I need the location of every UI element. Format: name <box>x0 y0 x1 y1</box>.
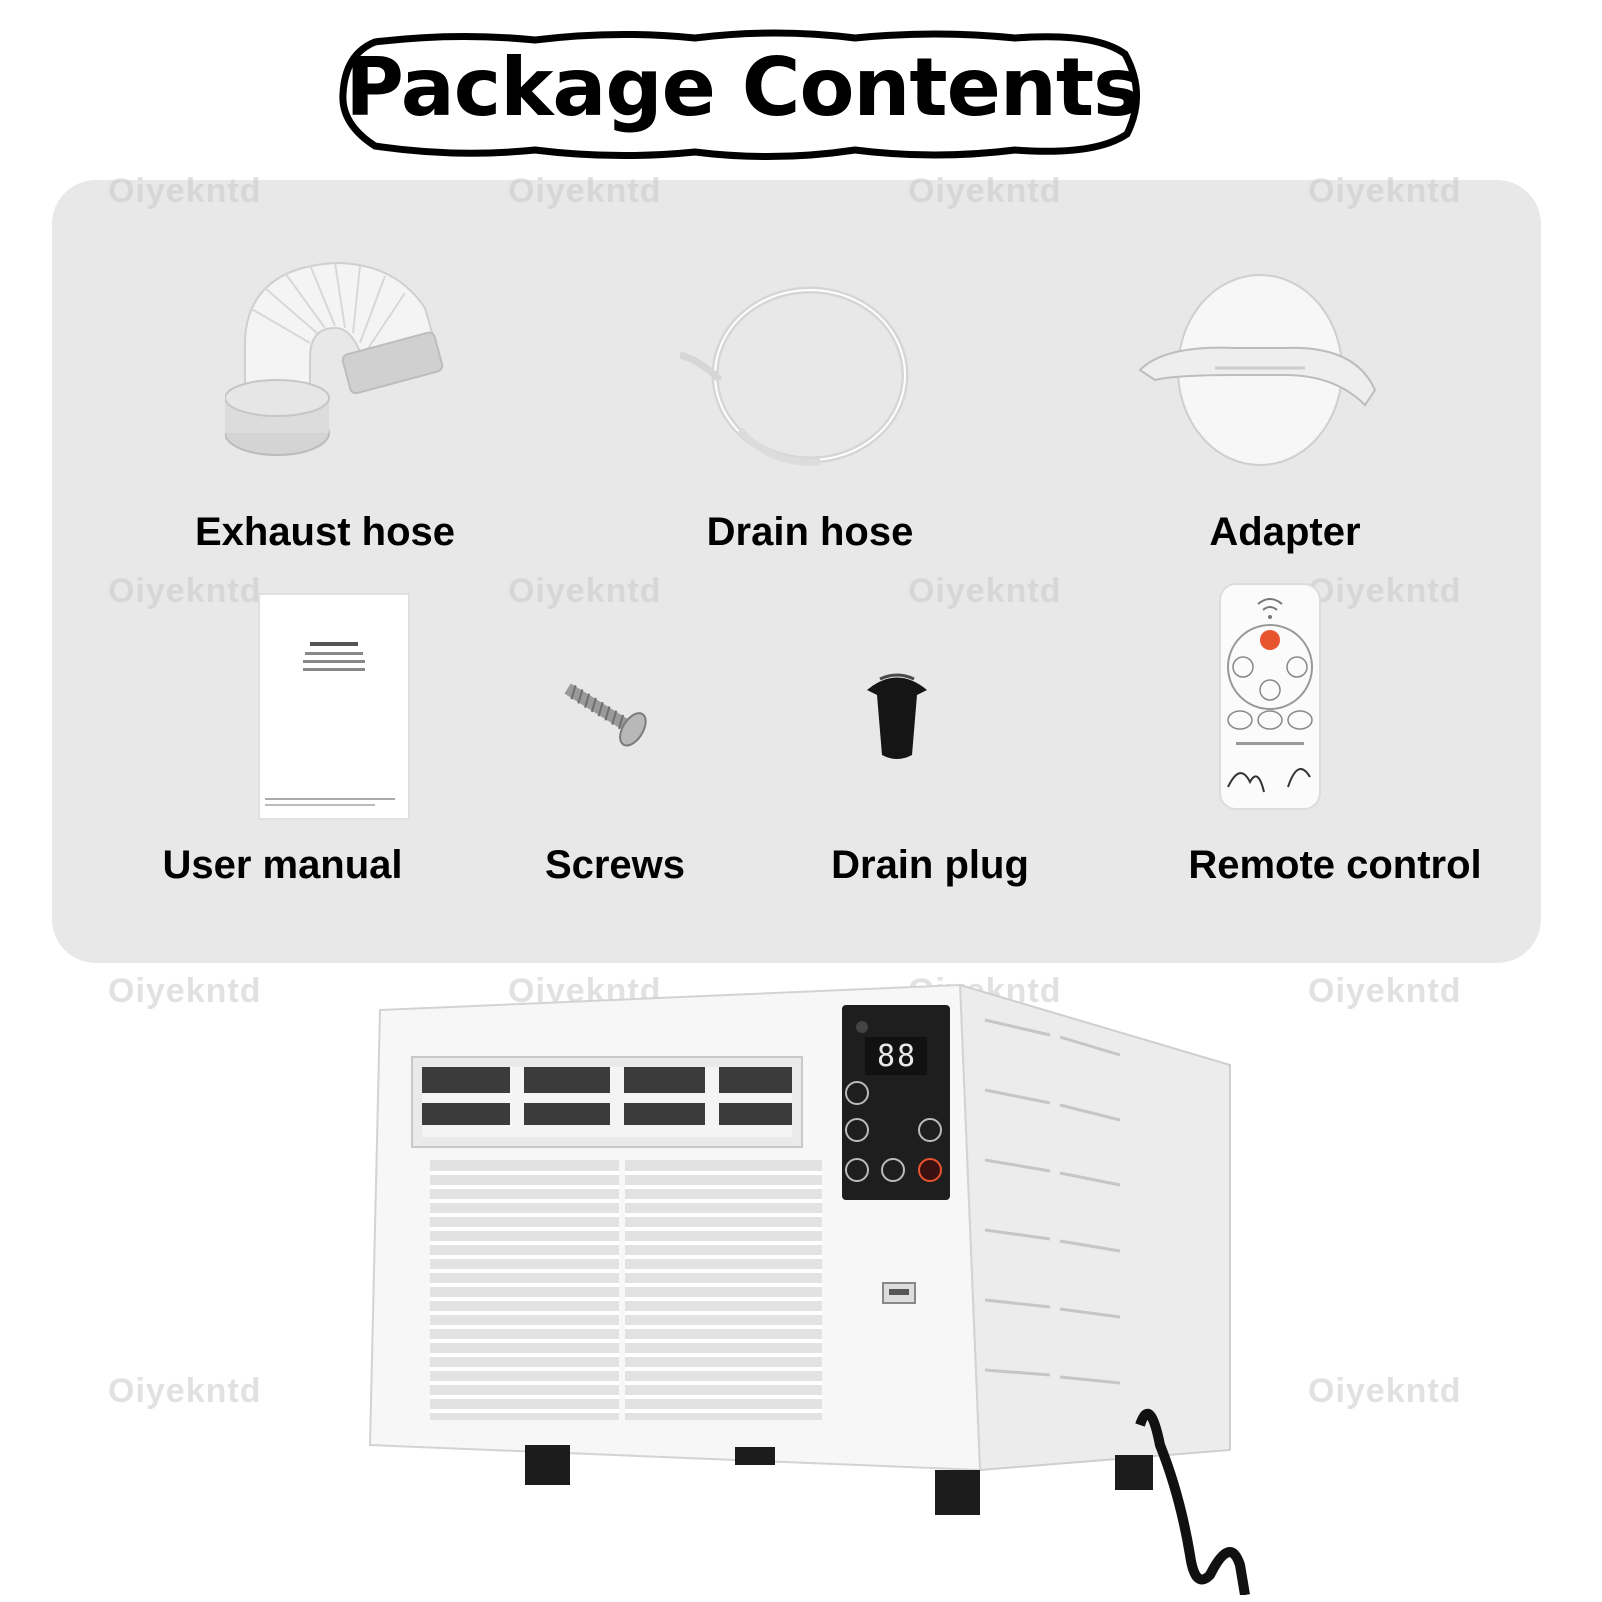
air-conditioner-unit <box>368 983 1250 1595</box>
item-label-adapter: Adapter <box>1209 510 1361 554</box>
drain-hose-icon <box>680 286 909 466</box>
watermark: Oiyekntd <box>1308 172 1462 210</box>
watermark: Oiyekntd <box>108 172 262 210</box>
screw-icon <box>564 683 647 747</box>
watermark: Oiyekntd <box>1308 972 1462 1010</box>
watermark: Oiyekntd <box>108 1372 262 1410</box>
watermark: Oiyekntd <box>508 172 662 210</box>
remote-control-icon <box>1219 583 1321 810</box>
watermark: Oiyekntd <box>1308 1372 1462 1410</box>
title-badge-outline <box>339 29 1140 161</box>
item-label-user-manual: User manual <box>162 843 403 887</box>
drain-plug-icon <box>867 673 927 759</box>
watermark: Oiyekntd <box>908 172 1062 210</box>
page-title: Package Contents <box>345 41 1140 134</box>
ac-display-readout: 88 <box>876 1039 918 1074</box>
item-label-exhaust-hose: Exhaust hose <box>194 510 456 554</box>
watermark: Oiyekntd <box>108 972 262 1010</box>
exhaust-hose-icon <box>225 261 444 456</box>
watermark: Oiyekntd <box>108 572 262 610</box>
user-manual-icon <box>258 593 410 820</box>
item-label-drain-hose: Drain hose <box>706 510 914 554</box>
adapter-icon <box>1138 274 1377 466</box>
item-label-drain-plug: Drain plug <box>831 843 1029 887</box>
item-label-screws: Screws <box>544 843 686 887</box>
watermark: Oiyekntd <box>908 572 1062 610</box>
watermark: Oiyekntd <box>508 572 662 610</box>
title-badge: Package Contents <box>335 24 1150 164</box>
item-label-remote-control: Remote control <box>1188 843 1482 887</box>
watermark: Oiyekntd <box>1308 572 1462 610</box>
